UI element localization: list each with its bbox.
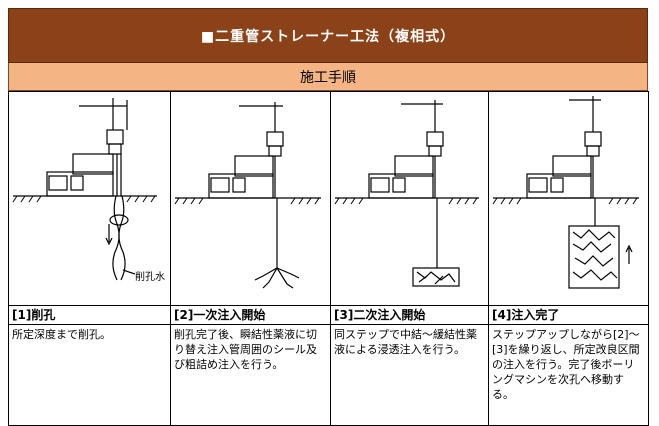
annotation-drilling-water: 削孔水 [135,272,165,283]
injection-complete-illustration [492,96,639,289]
step-1-heading: [1]削孔 [8,305,171,325]
primary-injection-illustration [174,102,321,289]
step-3-figure [330,91,489,306]
document-frame: ■二重管ストレーナー工法（複相式） 施工手順 [8,8,649,426]
step-4-heading: [4]注入完了 [488,305,649,325]
step-2-heading: [2]一次注入開始 [170,305,331,325]
step-4-figure [488,91,649,306]
step-2-description: 削孔完了後、瞬結性薬液に切り替え注入管周囲のシール及び粗詰め注入を行う。 [170,324,331,426]
step-2-figure [170,91,331,306]
page-title: ■二重管ストレーナー工法（複相式） [8,8,648,63]
secondary-injection-illustration [334,100,479,287]
drilling-rig-illustration [12,98,157,281]
section-subtitle: 施工手順 [8,63,648,91]
step-3-heading: [3]二次注入開始 [330,305,489,325]
procedure-table: 削孔水 [8,91,649,426]
step-4-description: ステップアップしながら[2]～[3]を繰り返し、所定改良区間の注入を行う。完了後… [488,324,649,426]
step-1-description: 所定深度まで削孔。 [8,324,171,426]
step-3-description: 同ステップで中結～緩結性薬液による浸透注入を行う。 [330,324,489,426]
step-1-figure: 削孔水 [8,91,171,306]
